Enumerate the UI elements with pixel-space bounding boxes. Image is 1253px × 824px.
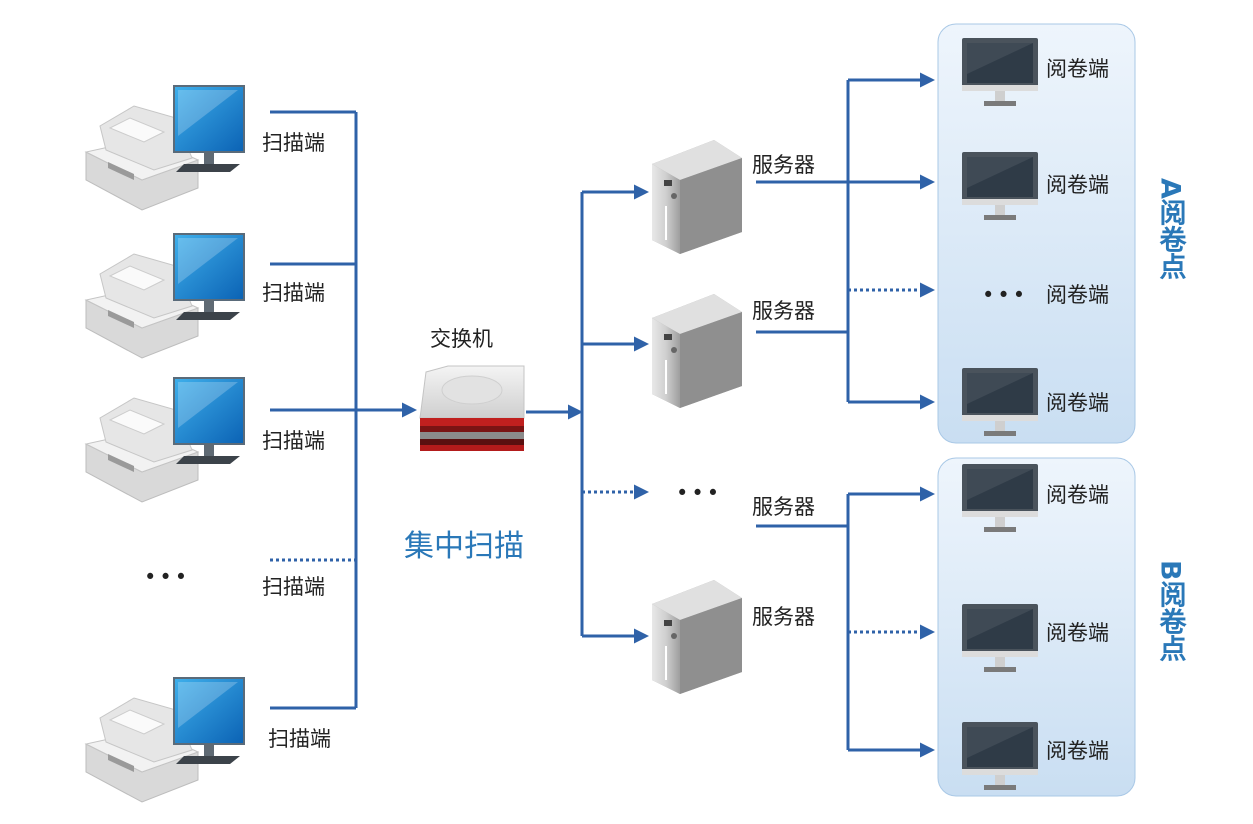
server-tower-icon: [651, 293, 743, 409]
scanner-label: 扫描端: [262, 429, 325, 453]
group-b-connections: [756, 486, 935, 758]
client-label: 阅卷端: [1046, 173, 1109, 197]
scanner-ellipsis: •••: [144, 565, 190, 589]
client-label: 阅卷端: [1046, 283, 1109, 307]
scanner-with-monitor-icon: [85, 85, 245, 211]
switch-label: 交换机: [430, 327, 493, 351]
server-label: 服务器: [752, 153, 815, 177]
server-label: 服务器: [752, 495, 815, 519]
client-label: 阅卷端: [1046, 57, 1109, 81]
client-ellipsis: •••: [982, 283, 1028, 307]
scanner-with-monitor-icon: [85, 677, 245, 803]
diagram-title: 集中扫描: [404, 529, 524, 564]
switch-connections: [526, 184, 649, 644]
scanner-with-monitor-icon: [85, 233, 245, 359]
scanner-label: 扫描端: [262, 281, 325, 305]
scanner-connections: [270, 110, 417, 710]
server-tower-icon: [651, 139, 743, 255]
group-label-a: A阅卷点: [1155, 178, 1187, 280]
server-ellipsis: •••: [676, 481, 722, 505]
client-label: 阅卷端: [1046, 739, 1109, 763]
scanner-label: 扫描端: [268, 727, 331, 751]
client-label: 阅卷端: [1046, 621, 1109, 645]
server-label: 服务器: [752, 605, 815, 629]
client-label: 阅卷端: [1046, 483, 1109, 507]
network-switch-icon: [419, 365, 525, 451]
server-tower-icon: [651, 579, 743, 695]
group-panel-a: [937, 23, 1136, 444]
scanner-label: 扫描端: [262, 575, 325, 599]
group-a-connections: [756, 72, 935, 410]
client-label: 阅卷端: [1046, 391, 1109, 415]
group-label-b: B阅卷点: [1155, 560, 1187, 662]
scanner-label: 扫描端: [262, 131, 325, 155]
scanner-with-monitor-icon: [85, 377, 245, 503]
server-label: 服务器: [752, 299, 815, 323]
